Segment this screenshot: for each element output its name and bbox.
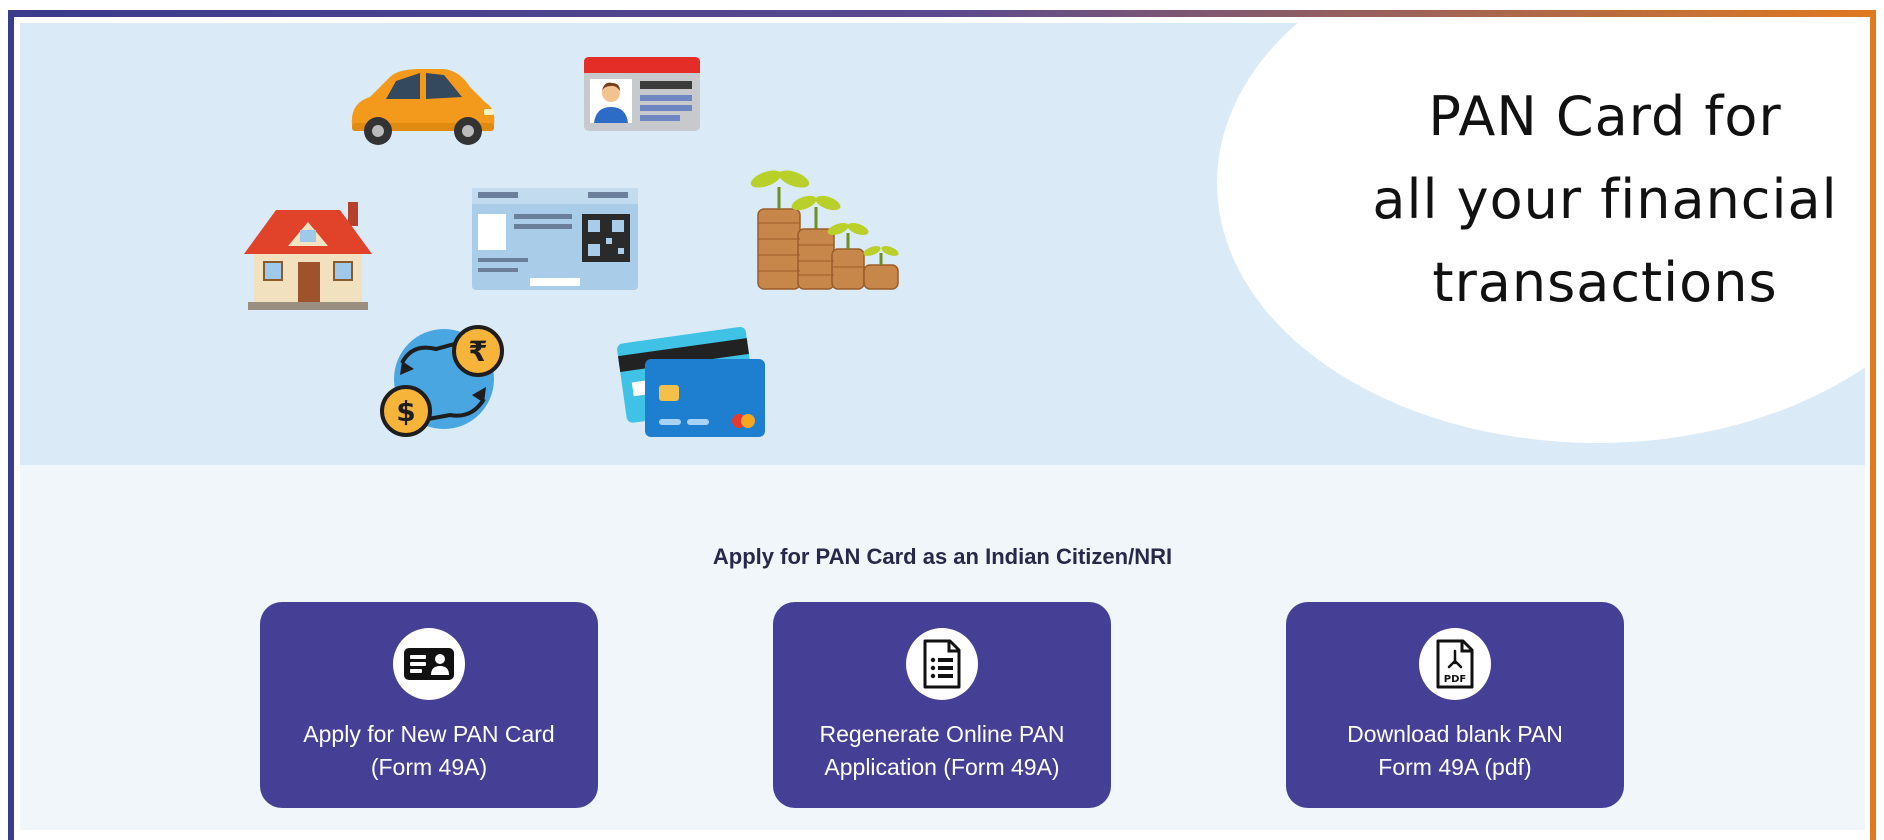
hero-title: PAN Card for all your financial transact… bbox=[1320, 75, 1865, 324]
card-label: Regenerate Online PAN Application (Form … bbox=[783, 718, 1101, 784]
pdf-icon-text: PDF bbox=[1444, 674, 1466, 685]
car-icon bbox=[351, 69, 495, 145]
card-label: Download blank PAN Form 49A (pdf) bbox=[1296, 718, 1614, 784]
card-label-line: Apply for New PAN Card bbox=[303, 721, 555, 747]
apply-new-pan-button[interactable]: Apply for New PAN Card (Form 49A) bbox=[260, 602, 598, 808]
id-card-icon bbox=[404, 648, 454, 680]
pdf-file-icon: PDF bbox=[1436, 639, 1474, 689]
pan-options-section: Apply for PAN Card as an Indian Citizen/… bbox=[20, 465, 1865, 830]
page-frame bbox=[8, 10, 1876, 840]
document-list-icon bbox=[923, 639, 961, 689]
svg-text:₹: ₹ bbox=[468, 335, 487, 368]
regenerate-pan-application-button[interactable]: Regenerate Online PAN Application (Form … bbox=[773, 602, 1111, 808]
pdf-badge: PDF bbox=[1419, 628, 1491, 700]
card-label-line: Download blank PAN bbox=[1347, 721, 1563, 747]
card-label-line: Regenerate Online PAN bbox=[819, 721, 1065, 747]
pan-card-icon bbox=[472, 188, 638, 290]
frame-top-gradient bbox=[8, 10, 1876, 17]
id-card-badge bbox=[393, 628, 465, 700]
house-icon bbox=[244, 202, 372, 310]
hero-title-line: transactions bbox=[1432, 251, 1778, 314]
svg-text:$: $ bbox=[396, 395, 415, 428]
document-badge bbox=[906, 628, 978, 700]
hero-banner: PAN Card for all your financial transact… bbox=[20, 23, 1865, 465]
coins-plant-icon bbox=[750, 170, 899, 290]
credit-cards-icon bbox=[617, 326, 765, 437]
hero-title-line: PAN Card for bbox=[1428, 85, 1782, 148]
card-label: Apply for New PAN Card (Form 49A) bbox=[270, 718, 588, 784]
currency-exchange-icon: ₹ $ bbox=[380, 325, 504, 437]
card-label-line: Form 49A (pdf) bbox=[1378, 754, 1532, 780]
card-label-line: Application (Form 49A) bbox=[824, 754, 1060, 780]
section-subtitle: Apply for PAN Card as an Indian Citizen/… bbox=[712, 544, 1173, 569]
download-blank-form-button[interactable]: PDF Download blank PAN Form 49A (pdf) bbox=[1286, 602, 1624, 808]
id-card-icon bbox=[584, 57, 700, 131]
card-label-line: (Form 49A) bbox=[370, 754, 488, 780]
hero-title-line: all your financial bbox=[1372, 168, 1838, 231]
